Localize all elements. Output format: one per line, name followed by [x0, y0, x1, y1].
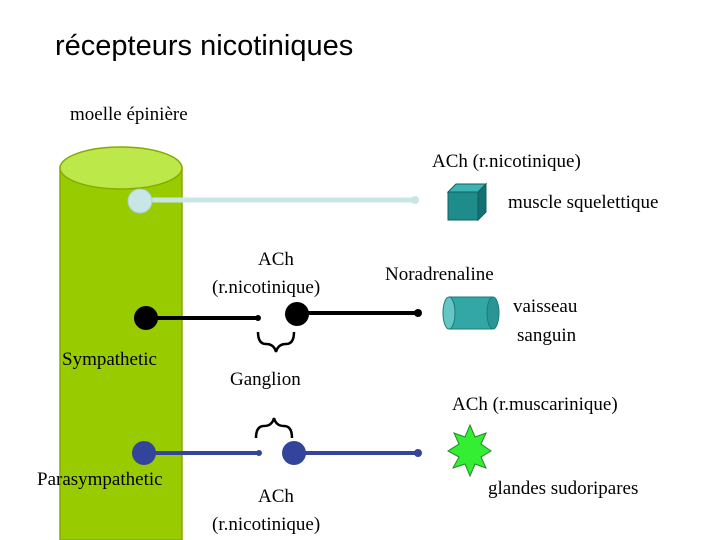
sympathetic-label: Sympathetic [62, 349, 157, 370]
spinal-cord-label: moelle épinière [70, 104, 188, 125]
sympathetic-postganglionic-neuron [285, 302, 422, 326]
page-title: récepteurs nicotiniques [55, 30, 354, 62]
ach-muscarinic-label: ACh (r.muscarinique) [452, 394, 618, 415]
ach-sympathetic-label-line1: ACh [258, 249, 294, 270]
noradrenaline-label: Noradrenaline [385, 264, 494, 285]
ach-parasympathetic-label-line2: (r.nicotinique) [212, 514, 321, 535]
sympathetic-ganglion-brace [256, 331, 296, 353]
parasympathetic-label: Parasympathetic [37, 469, 163, 490]
somatic-motor-neuron [127, 188, 419, 214]
ach-nicotinic-muscle-label: ACh (r.nicotinique) [432, 151, 581, 172]
blood-vessel-label-line2: sanguin [517, 325, 577, 346]
sweat-glands-label: glandes sudoripares [488, 478, 639, 499]
ach-sympathetic-label-line2: (r.nicotinique) [212, 277, 321, 298]
sympathetic-preganglionic-neuron [134, 306, 261, 330]
sweat-gland-icon [447, 423, 492, 478]
blood-vessel-label-line1: vaisseau [513, 296, 578, 317]
parasympathetic-preganglionic-neuron [132, 441, 262, 465]
ganglion-label: Ganglion [230, 369, 301, 390]
muscle-cube-icon [446, 182, 488, 222]
ach-parasympathetic-label-line1: ACh [258, 486, 294, 507]
parasympathetic-postganglionic-neuron [282, 441, 422, 465]
spinal-cord-cylinder [59, 146, 183, 540]
parasympathetic-ganglion-brace [254, 417, 294, 439]
blood-vessel-icon [442, 296, 500, 330]
skeletal-muscle-label: muscle squelettique [508, 192, 659, 213]
